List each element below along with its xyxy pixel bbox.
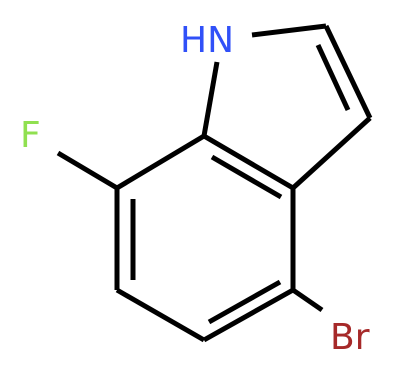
atom-label-f: F	[20, 115, 41, 156]
bond-c7a-c3a	[202, 133, 295, 191]
bond-c4-c5-inner	[207, 279, 282, 325]
bond-c7-c7a	[115, 133, 206, 191]
bond-c7a-n1	[201, 61, 220, 137]
bond-c3-c3a	[291, 116, 372, 190]
bond-c4-br	[291, 287, 324, 313]
bond-c7a-c3a-inner	[210, 154, 283, 200]
bond-c5-c6	[115, 287, 206, 343]
bond-c2-c3	[323, 24, 373, 120]
bond-c4-c5	[202, 287, 295, 343]
bond-n1-c2	[251, 23, 327, 38]
bond-c7-f	[56, 150, 119, 191]
bond-c2-c3-inner	[315, 43, 351, 112]
atom-label-br: Br	[330, 317, 370, 358]
atom-label-nh: HN	[180, 20, 234, 61]
